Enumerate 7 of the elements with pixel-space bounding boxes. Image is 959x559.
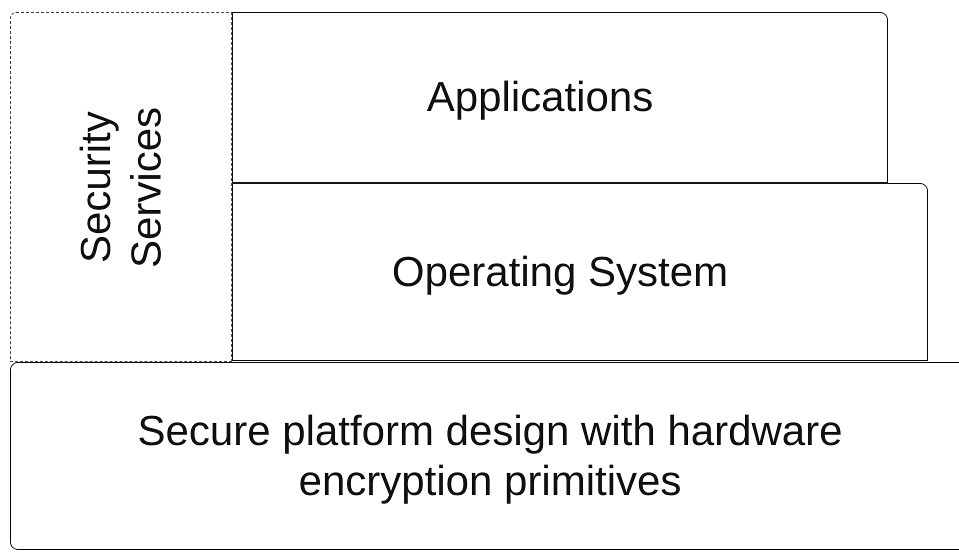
layer-label: Operating System bbox=[392, 246, 728, 297]
platform-layer-box bbox=[10, 362, 959, 550]
layer-label: Secure platform design with hardware encryption primitives bbox=[136, 406, 844, 506]
layer-label: Applications bbox=[426, 72, 654, 122]
layer-label: Security Services bbox=[70, 105, 170, 270]
os-layer-box bbox=[232, 183, 928, 361]
application-layer-box bbox=[232, 12, 888, 183]
